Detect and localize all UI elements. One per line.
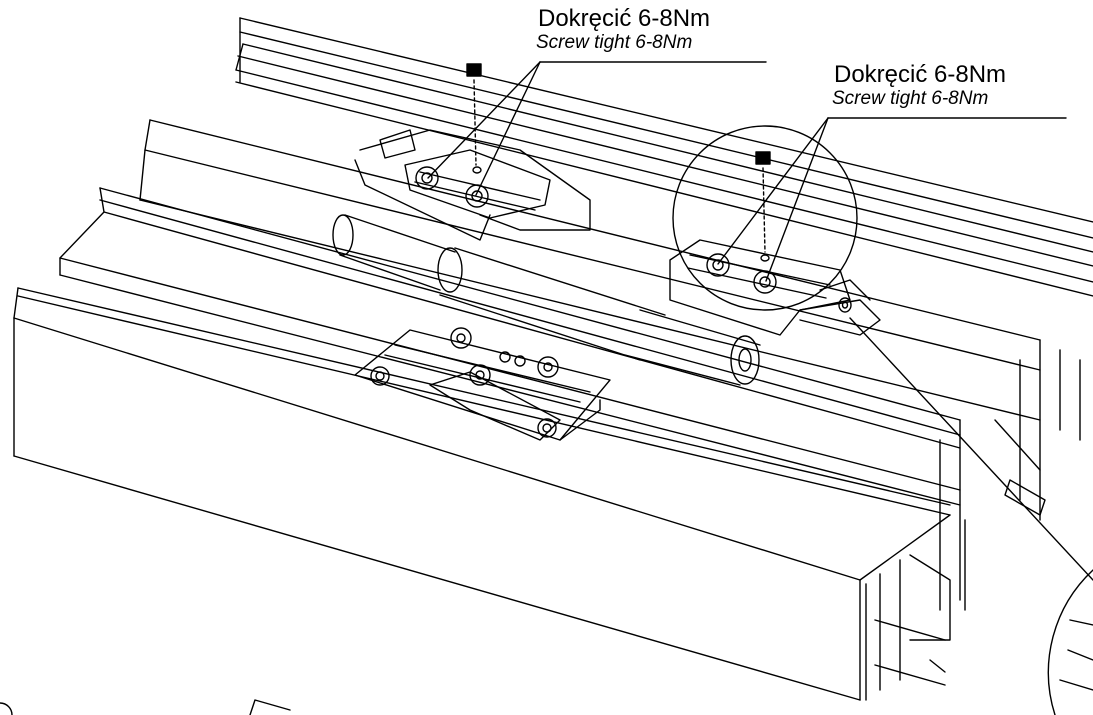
second-sash-profile (59, 187, 966, 611)
torque-instruction-pl: Dokręcić 6-8Nm (538, 5, 711, 32)
middle-profile (139, 119, 1081, 521)
grub-screw-right (755, 151, 771, 262)
callout-leaders (427, 61, 1067, 282)
left-hinge-barrel (332, 214, 761, 386)
torque-instruction-en: Screw tight 6-8Nm (832, 88, 989, 109)
detail-magnifier (672, 125, 1093, 715)
front-sash-profile (13, 287, 951, 701)
grub-screw-left (466, 63, 482, 174)
torque-callout-left: Dokręcić 6-8Nm Screw tight 6-8Nm (536, 5, 711, 54)
partial-symbol (0, 699, 291, 715)
torque-callout-right: Dokręcić 6-8Nm Screw tight 6-8Nm (832, 61, 1007, 110)
left-hinge-housing (354, 129, 591, 241)
hex-screws (370, 166, 777, 438)
rear-frame-rail (235, 17, 1093, 297)
torque-instruction-en: Screw tight 6-8Nm (536, 32, 693, 53)
torque-instruction-pl: Dokręcić 6-8Nm (834, 61, 1007, 88)
